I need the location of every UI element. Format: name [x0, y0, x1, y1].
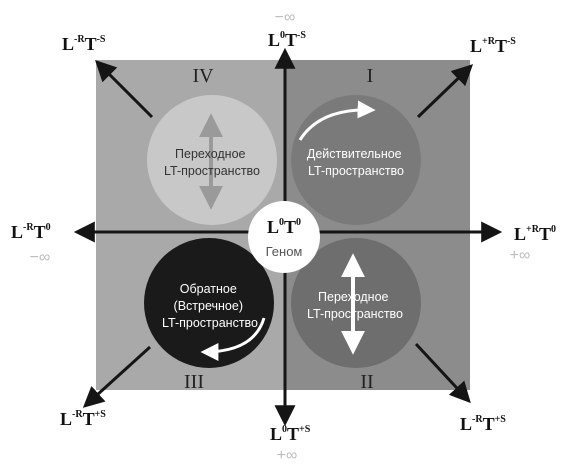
numeral-q4: IV: [192, 65, 214, 87]
q4-text: Переходное LT-пространство: [164, 147, 260, 178]
diagonal-arrow-bottom-left: [82, 345, 152, 408]
q1-curved-arrow: [298, 100, 376, 141]
circle-q1-real: [291, 95, 421, 225]
label-right: L+RT0: [514, 224, 556, 244]
center-formula: L0T0: [267, 217, 301, 237]
infinity-bottom: +∞: [277, 447, 298, 464]
q3-text: Обратное (Встречное) LT-пространство: [162, 282, 258, 330]
label-top: L0T-S: [268, 30, 306, 50]
infinity-top: −∞: [275, 9, 296, 26]
label-bottom-left: L-RT+S: [60, 409, 106, 429]
q3-curved-arrow: [200, 317, 266, 361]
label-bottom: L0T+S: [270, 424, 311, 444]
q2-text: Переходное LT-пространство: [307, 290, 403, 321]
diagonal-arrow-bottom-right: [414, 342, 471, 404]
center-caption: Геном: [266, 244, 303, 259]
infinity-right: +∞: [510, 247, 531, 264]
label-top-right: L+RT-S: [470, 36, 516, 56]
center-genome-circle: [248, 201, 320, 273]
diagonal-arrow-top-left: [95, 60, 154, 119]
q1-text: Действительное LT-пространство: [307, 147, 405, 178]
numeral-q1: I: [367, 65, 374, 87]
label-bottom-right: L-RT+S: [460, 414, 506, 434]
numeral-q2: II: [360, 371, 373, 393]
circle-q3-inverse: [144, 238, 274, 368]
diagonal-arrow-top-right: [416, 64, 474, 119]
label-left: L-RT0: [11, 222, 51, 242]
label-top-left: L-RT-S: [62, 34, 106, 54]
infinity-left: −∞: [30, 249, 51, 266]
numeral-q3: III: [184, 371, 204, 393]
